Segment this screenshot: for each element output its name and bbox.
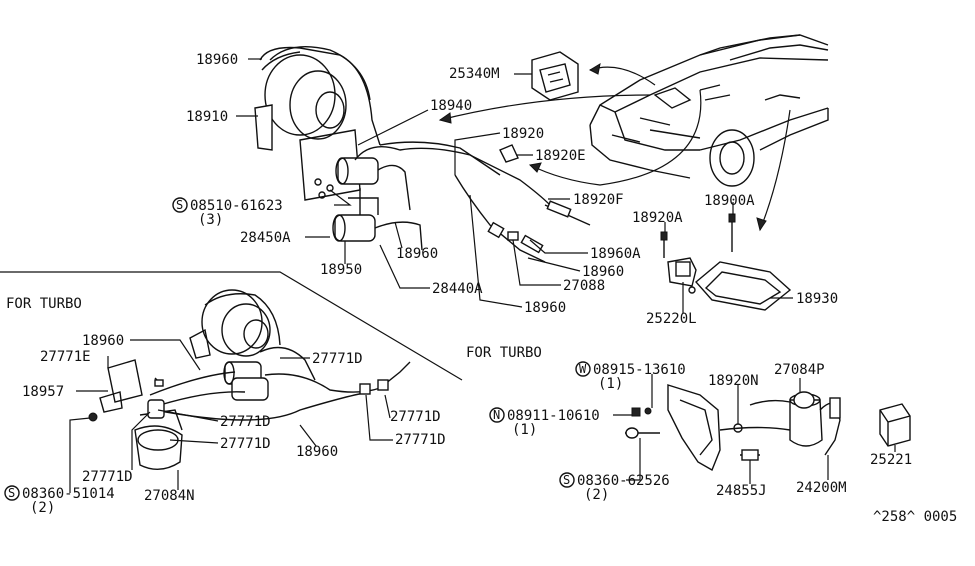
label-27088: 27088 <box>563 278 605 294</box>
label-18960-top: 18960 <box>196 52 238 68</box>
label-for-turbo-left: FOR TURBO <box>6 296 82 312</box>
marker-s-1: S <box>176 198 183 212</box>
label-25220L: 25220L <box>646 311 697 327</box>
washer-marker-icon <box>575 361 591 377</box>
label-18960-d: 18960 <box>296 444 338 460</box>
turbo-assembly-top <box>254 45 591 263</box>
footer-code: ^258^ 0005 <box>873 509 957 525</box>
label-18960A: 18960A <box>590 246 641 262</box>
label-28450A: 28450A <box>240 230 291 246</box>
label-08510-qty: (3) <box>198 212 223 228</box>
label-27771D-c: 27771D <box>220 414 271 430</box>
label-for-turbo-right: FOR TURBO <box>466 345 542 361</box>
label-27084P: 27084P <box>774 362 825 378</box>
label-08911-qty: (1) <box>512 422 537 438</box>
label-08911-10610: 08911-10610 <box>507 408 600 424</box>
part-labels: 18960 18910 25340M 18940 18920 18920E S … <box>4 52 957 525</box>
marker-s-3: S <box>563 473 570 487</box>
marker-n: N <box>493 408 500 422</box>
label-27771D-d: 27771D <box>395 432 446 448</box>
label-18950: 18950 <box>320 262 362 278</box>
label-27771D-f: 27771D <box>82 469 133 485</box>
label-08510-61623: 08510-61623 <box>190 198 283 214</box>
label-08360-62526: 08360-62526 <box>577 473 670 489</box>
nut-marker-icon <box>489 407 505 423</box>
label-18960-turbo: 18960 <box>82 333 124 349</box>
label-18920F: 18920F <box>573 192 624 208</box>
label-08915-qty: (1) <box>598 376 623 392</box>
label-27084N: 27084N <box>144 488 195 504</box>
label-08360-62526-qty: (2) <box>584 487 609 503</box>
reference-arrows <box>438 62 791 232</box>
label-28440A: 28440A <box>432 281 483 297</box>
label-25221: 25221 <box>870 452 912 468</box>
section-divider <box>0 271 463 381</box>
label-18920E: 18920E <box>535 148 586 164</box>
bracket-assembly-right <box>660 213 792 311</box>
label-24200M: 24200M <box>796 480 847 496</box>
marker-w: W <box>579 362 587 376</box>
label-27771E: 27771E <box>40 349 91 365</box>
marker-s-2: S <box>8 486 15 500</box>
label-18920: 18920 <box>502 126 544 142</box>
leader-lines <box>69 58 896 493</box>
car-illustration <box>589 34 829 187</box>
screw-marker-icon <box>559 472 575 488</box>
label-08915-13610: 08915-13610 <box>593 362 686 378</box>
label-08360-51014-qty: (2) <box>30 500 55 516</box>
label-18920A: 18920A <box>632 210 683 226</box>
label-27771D-a: 27771D <box>312 351 363 367</box>
label-18957: 18957 <box>22 384 64 400</box>
label-27771D-b: 27771D <box>390 409 441 425</box>
label-18940: 18940 <box>430 98 472 114</box>
label-18930: 18930 <box>796 291 838 307</box>
label-18960-b: 18960 <box>582 264 624 280</box>
label-24855J: 24855J <box>716 483 767 499</box>
part-25340M-icon <box>531 51 579 101</box>
label-18960-c: 18960 <box>524 300 566 316</box>
turbo-assembly-right <box>625 384 911 472</box>
label-18960-mid: 18960 <box>396 246 438 262</box>
screw-marker-icon <box>172 197 188 213</box>
turbo-assembly-left <box>88 289 411 470</box>
label-08360-51014: 08360-51014 <box>22 486 115 502</box>
label-27771D-e: 27771D <box>220 436 271 452</box>
label-25340M: 25340M <box>449 66 500 82</box>
screw-marker-icon <box>4 485 20 501</box>
label-18920N: 18920N <box>708 373 759 389</box>
label-18910: 18910 <box>186 109 228 125</box>
label-18900A: 18900A <box>704 193 755 209</box>
